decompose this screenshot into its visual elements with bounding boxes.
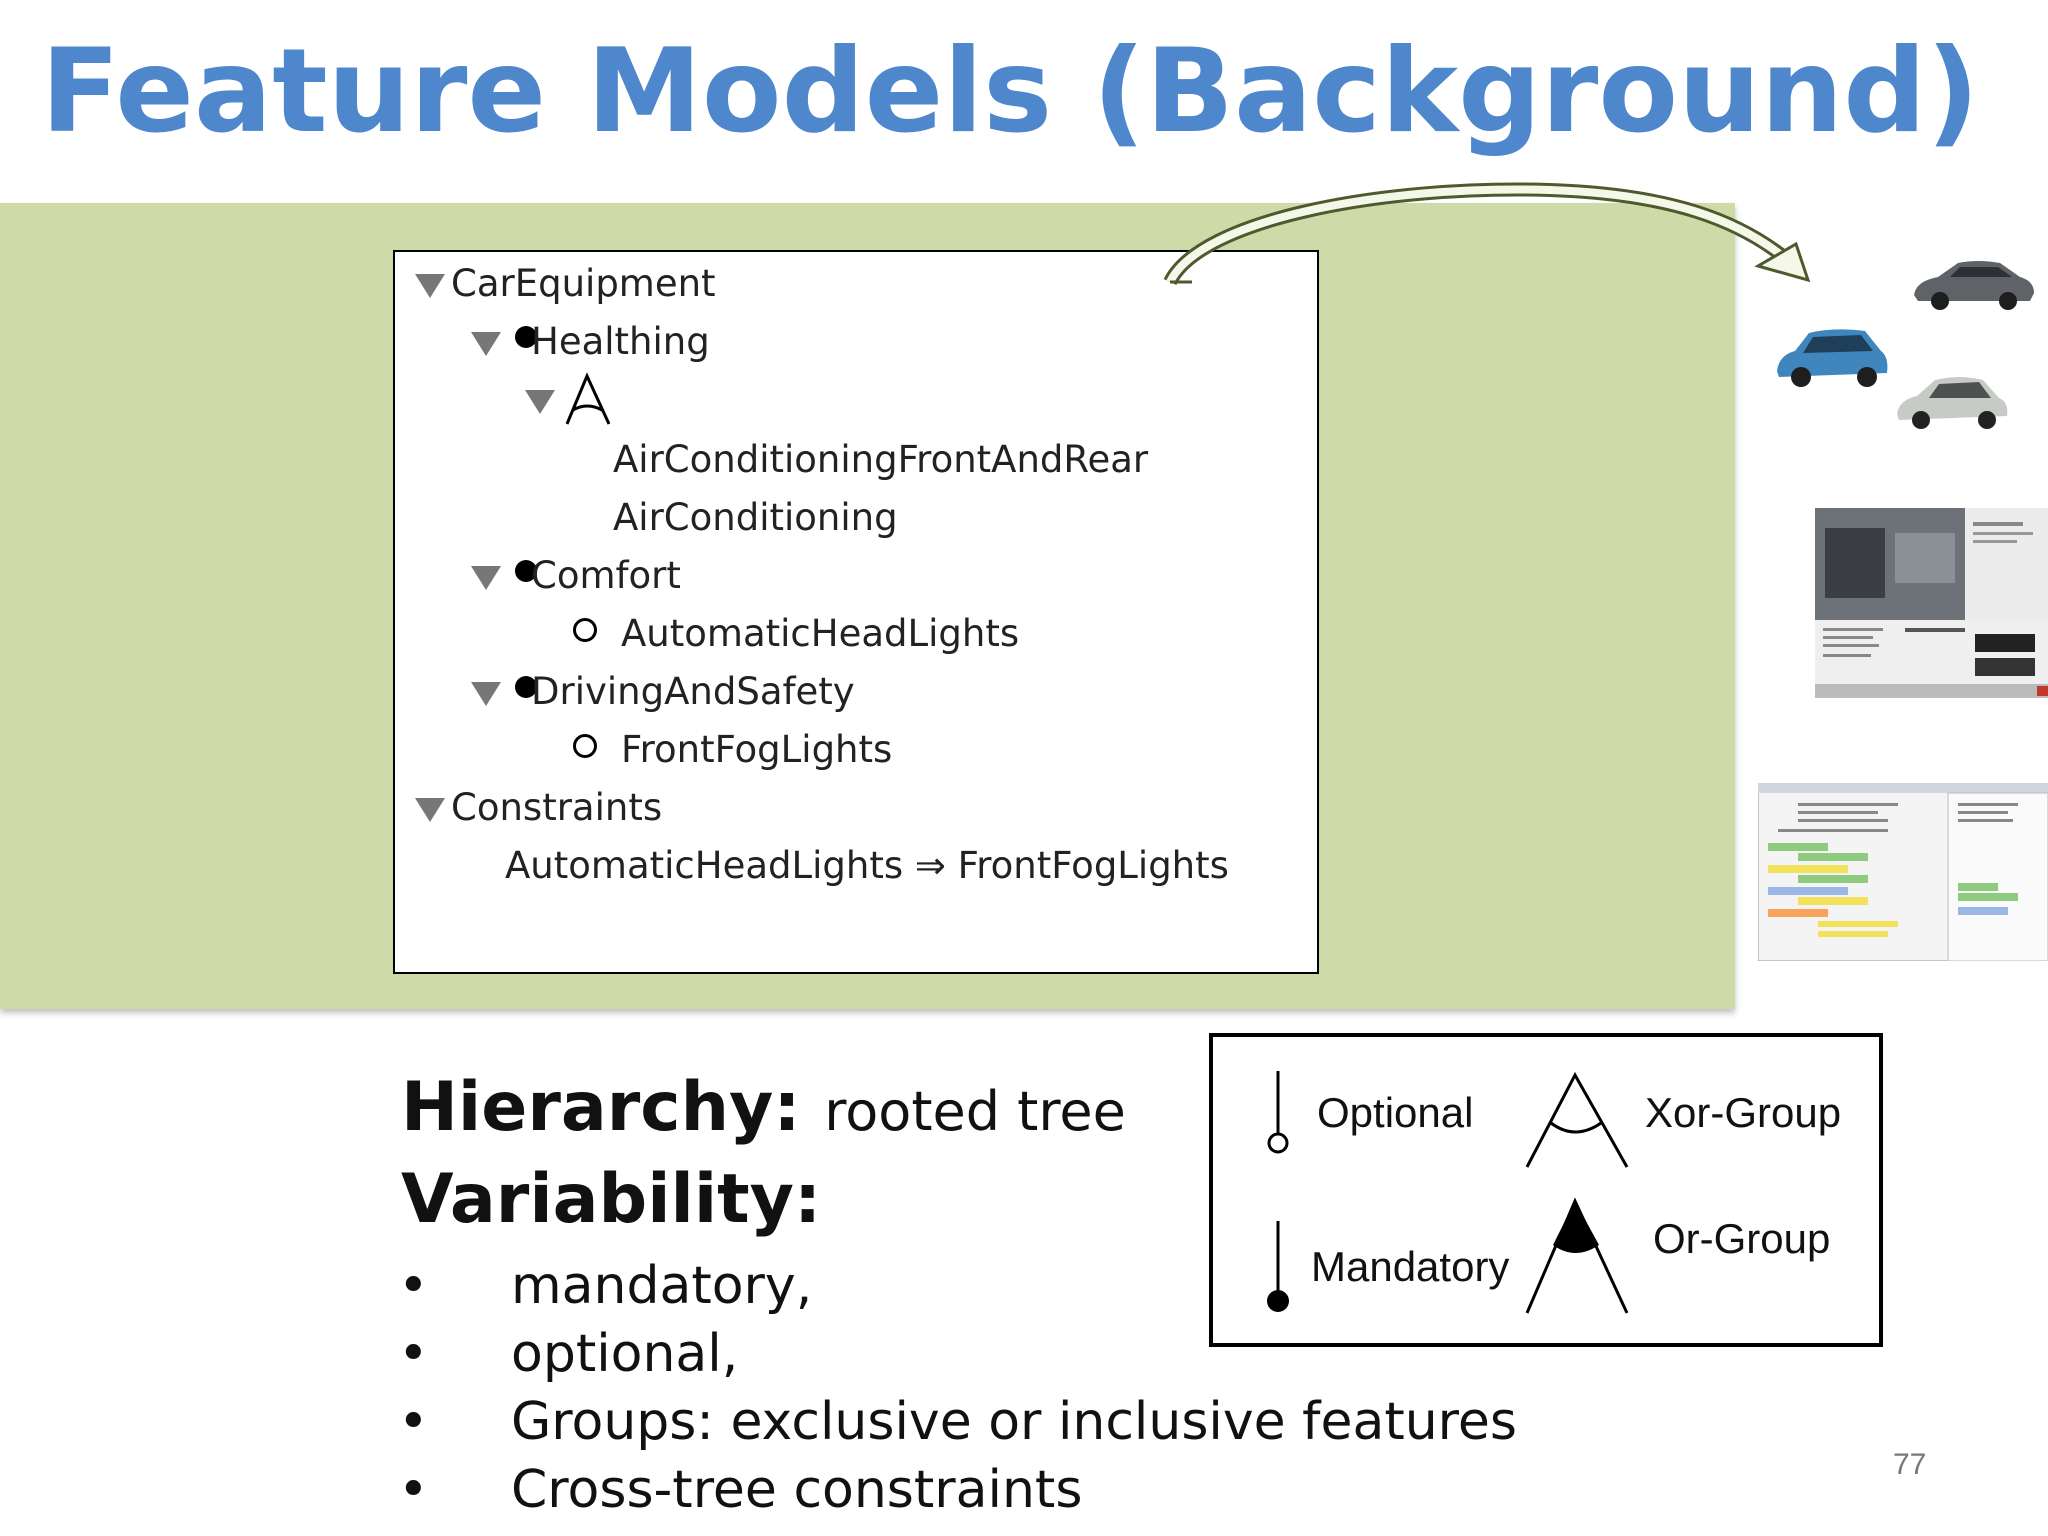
hierarchy-line: Hierarchy: rooted tree [401, 1068, 1126, 1147]
tree-item-constraint-rule[interactable]: AutomaticHeadLights ⇒ FrontFogLights [505, 844, 1229, 887]
legend-xor-group-label: Xor-Group [1645, 1089, 1842, 1136]
tree-item-label: Constraints [451, 786, 663, 829]
bullet-text: optional, [511, 1324, 739, 1384]
tree-item-label: FrontFogLights [621, 728, 893, 771]
tree-item-label: Healthing [531, 320, 710, 363]
tree-item-label: AutomaticHeadLights [621, 612, 1020, 655]
tree-item-carequipment[interactable]: CarEquipment [415, 256, 716, 312]
legend-or-group-label: Or-Group [1653, 1215, 1831, 1262]
bullet-text: Cross-tree constraints [511, 1460, 1083, 1520]
list-item: • mandatory, [398, 1256, 1498, 1326]
bullet-text: mandatory, [511, 1256, 813, 1316]
list-item: • Cross-tree constraints [398, 1460, 1498, 1530]
tree-item-label: Comfort [531, 554, 681, 597]
list-item: • Groups: exclusive or inclusive feature… [398, 1392, 1517, 1462]
expand-triangle-icon[interactable] [415, 273, 445, 298]
tree-item-automaticheadlights[interactable]: AutomaticHeadLights [573, 606, 1173, 662]
tree-item-healthing[interactable]: Healthing [471, 314, 871, 370]
mandatory-dot-icon [515, 676, 537, 698]
tree-item-frontfoglights[interactable]: FrontFogLights [573, 722, 1073, 778]
tree-item-airconditioningfrontandrear[interactable]: AirConditioningFrontAndRear [613, 438, 1149, 481]
arrow-icon [1163, 182, 1811, 286]
mandatory-dot-icon [515, 326, 537, 348]
page-title: Feature Models (Background) [40, 24, 1980, 159]
page-number: 77 [1893, 1448, 1927, 1481]
bullet-icon: • [398, 1392, 429, 1452]
hierarchy-label: Hierarchy: [401, 1068, 801, 1147]
list-item: • optional, [398, 1324, 1498, 1394]
optional-ring-icon [573, 734, 597, 758]
expand-triangle-icon[interactable] [471, 681, 501, 706]
feature-tree-view: CarEquipment Healthing AirConditioningFr… [393, 250, 1319, 974]
tree-item-label: DrivingAndSafety [531, 670, 855, 713]
configurator-screenshot [1815, 508, 2048, 698]
car-icon [1897, 377, 2008, 429]
mandatory-dot-icon [515, 560, 537, 582]
xor-group-icon [565, 372, 611, 425]
tree-item-airconditioning[interactable]: AirConditioning [613, 496, 898, 539]
bullet-text: Groups: exclusive or inclusive features [511, 1392, 1518, 1452]
bullet-icon: • [398, 1460, 429, 1520]
optional-ring-icon [573, 618, 597, 642]
hierarchy-value: rooted tree [824, 1080, 1126, 1143]
tree-item-constraints[interactable]: Constraints [415, 780, 662, 836]
tree-item-drivingandsafety[interactable]: DrivingAndSafety [471, 664, 971, 720]
xor-group-symbol-icon [1525, 1071, 1629, 1168]
code-editor-screenshot [1758, 783, 2048, 961]
optional-symbol-icon [1267, 1071, 1289, 1154]
bullet-icon: • [398, 1256, 429, 1316]
bullet-icon: • [398, 1324, 429, 1384]
notation-legend: Optional Xor-Group Mandatory Or-Group [1209, 1033, 1883, 1347]
mandatory-symbol-icon [1267, 1221, 1289, 1312]
tree-item-label: CarEquipment [451, 262, 716, 305]
expand-triangle-icon[interactable] [525, 389, 555, 414]
legend-mandatory-label: Mandatory [1311, 1243, 1510, 1290]
legend-optional-label: Optional [1317, 1089, 1474, 1136]
expand-triangle-icon[interactable] [415, 797, 445, 822]
car-icon [1777, 329, 1888, 387]
car-icon [1914, 261, 2034, 310]
variability-label: Variability: [401, 1160, 822, 1239]
tree-item-xor-group[interactable] [525, 372, 645, 428]
expand-triangle-icon[interactable] [471, 331, 501, 356]
tree-item-comfort[interactable]: Comfort [471, 548, 871, 604]
or-group-symbol-icon [1525, 1197, 1629, 1314]
expand-triangle-icon[interactable] [471, 565, 501, 590]
